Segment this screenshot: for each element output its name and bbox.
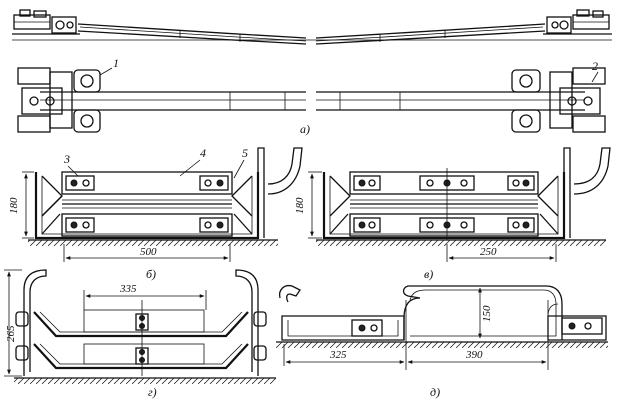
dim-g-width: 335 <box>119 283 137 295</box>
dim-g-height: 265 <box>5 325 17 342</box>
dim-b-width: 500 <box>140 246 157 258</box>
right-drive-side <box>543 9 612 35</box>
dim-v-height: 180 <box>294 197 306 214</box>
panel-label-d: д) <box>430 385 440 399</box>
callout-4: 4 <box>200 146 206 160</box>
view-g-trough-section <box>4 269 276 384</box>
view-a-side-elevation <box>12 9 612 45</box>
callout-3: 3 <box>63 152 70 166</box>
view-v-cross-section <box>308 147 611 262</box>
view-a-plan: 1 2 а) <box>17 56 606 136</box>
callout-1: 1 <box>113 56 119 70</box>
callout-2: 2 <box>592 59 598 73</box>
view-d-joint-detail <box>276 284 608 370</box>
drive-unit-1 <box>17 67 113 133</box>
dim-b-height: 180 <box>8 197 20 214</box>
dim-d-right: 390 <box>465 349 483 361</box>
callout-5: 5 <box>242 146 248 160</box>
panel-label-v: в) <box>424 267 433 281</box>
dim-d-height: 150 <box>481 305 493 322</box>
left-drive-side <box>12 9 80 35</box>
panel-label-a: а) <box>300 122 310 136</box>
view-b-cross-section <box>22 147 303 262</box>
dim-v-width: 250 <box>480 246 497 258</box>
panel-label-g: г) <box>148 385 157 399</box>
drive-unit-2 <box>511 67 606 133</box>
panel-label-b: б) <box>146 267 156 281</box>
dim-d-left: 325 <box>329 349 347 361</box>
